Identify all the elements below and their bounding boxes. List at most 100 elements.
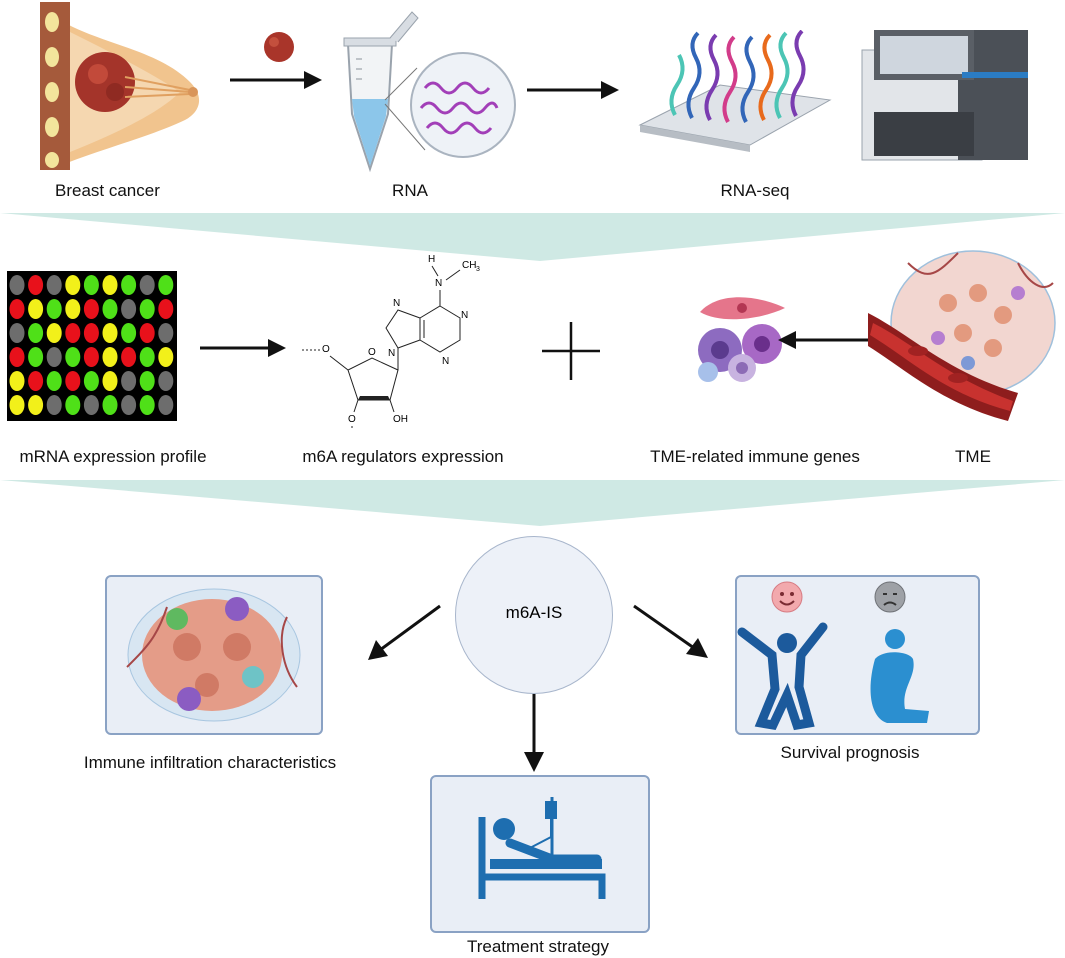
heatmap-cell (83, 275, 99, 295)
heatmap-cell (121, 347, 137, 367)
immune-infiltration-box (105, 575, 323, 735)
heatmap-cell (46, 323, 62, 343)
heatmap-cell (102, 275, 118, 295)
heatmap-cell (28, 299, 44, 319)
heatmap-cell (158, 395, 174, 415)
label-tme-immune-genes: TME-related immune genes (650, 447, 860, 466)
heatmap-cell (102, 347, 118, 367)
heatmap-cell (46, 371, 62, 391)
atom-o-5prime: O (322, 344, 330, 355)
arrow-heatmap-to-m6a (200, 339, 286, 357)
heatmap-cell (9, 371, 25, 391)
atom-n-amine: N (435, 278, 442, 289)
heatmap-cell (83, 371, 99, 391)
immune-cells-cluster-icon (698, 297, 785, 382)
heatmap-cell (158, 347, 174, 367)
heatmap-cell (121, 371, 137, 391)
heatmap-cell (28, 323, 44, 343)
atom-n-1: N (461, 310, 468, 321)
heatmap-cell (158, 275, 174, 295)
label-rna-seq: RNA-seq (720, 181, 790, 200)
atom-n-3: N (442, 356, 449, 367)
heatmap-cell (102, 371, 118, 391)
heatmap-cell (28, 347, 44, 367)
label-survival-prognosis: Survival prognosis (780, 743, 920, 762)
heatmap-cell (121, 395, 137, 415)
breast-cancer-illustration (40, 2, 200, 170)
label-mrna-expression: mRNA expression profile (19, 447, 207, 466)
heatmap-cell (102, 299, 118, 319)
heatmap-cell (83, 323, 99, 343)
atom-ch3-sub: 3 (476, 266, 480, 273)
tme-illustration (868, 250, 1056, 421)
m6a-is-label: m6A-IS (505, 603, 563, 622)
heatmap-cell (121, 323, 137, 343)
arrow-to-immune (368, 604, 441, 660)
treatment-strategy-box (430, 775, 650, 933)
plus-sign (542, 322, 600, 380)
heatmap-cell (28, 395, 44, 415)
label-m6a-regulators: m6A regulators expression (302, 447, 504, 466)
heatmap-cell (139, 275, 155, 295)
heatmap-cell (9, 395, 25, 415)
heatmap-cell (9, 323, 25, 343)
tumor-sample-icon (264, 32, 294, 62)
arrow-tumor-to-rna (230, 71, 322, 89)
heatmap-cell (46, 395, 62, 415)
heatmap-cell (102, 323, 118, 343)
atom-ch3: CH (462, 260, 476, 271)
heatmap-cell (83, 395, 99, 415)
heatmap-cell (65, 395, 81, 415)
heatmap-cell (83, 299, 99, 319)
arrow-tme-to-genes (778, 331, 871, 349)
sequencing-chip-icon (638, 30, 832, 152)
heatmap-cell (139, 347, 155, 367)
label-rna: RNA (392, 181, 428, 200)
sequencer-machine-icon (861, 30, 1028, 161)
heatmap-cell (65, 371, 81, 391)
heatmap-cell (9, 275, 25, 295)
arrow-to-survival (633, 604, 708, 658)
heatmap-cell (9, 299, 25, 319)
heatmap-cell (65, 347, 81, 367)
heatmap-cell (46, 347, 62, 367)
heatmap-cell (28, 275, 44, 295)
atom-o-ring: O (368, 347, 376, 358)
heatmap-cell (139, 395, 155, 415)
survival-prognosis-box (735, 575, 980, 735)
heatmap-cell (9, 347, 25, 367)
label-treatment-strategy: Treatment strategy (466, 937, 610, 956)
arrow-rna-to-seq (527, 81, 619, 99)
atom-h: H (428, 254, 435, 265)
heatmap-cell (65, 299, 81, 319)
m6a-is-circle: m6A-IS (455, 536, 613, 694)
atom-n-7: N (393, 298, 400, 309)
funnel-band-top (0, 213, 1065, 261)
heatmap-cell (121, 275, 137, 295)
label-breast-cancer: Breast cancer (55, 181, 160, 200)
atom-n-9: N (388, 348, 395, 359)
label-immune-infiltration: Immune infiltration characteristics (83, 753, 337, 772)
atom-oh: OH (393, 414, 408, 425)
heatmap-cell (158, 371, 174, 391)
heatmap-cell (158, 299, 174, 319)
heatmap-cell (139, 371, 155, 391)
heatmap-cell (65, 275, 81, 295)
heatmap-cell (46, 275, 62, 295)
immune-infiltration-icon (126, 588, 301, 722)
m6a-molecule-structure: H N CH 3 N N N N O O OH O (302, 254, 480, 430)
funnel-band-bottom (0, 480, 1065, 526)
survival-icon (737, 581, 929, 731)
heatmap-cell (46, 299, 62, 319)
heatmap-cell (121, 299, 137, 319)
heatmap-cell (28, 371, 44, 391)
hospital-bed-icon (478, 797, 606, 899)
test-tube-icon (343, 11, 419, 173)
atom-o-3prime: O (348, 414, 356, 425)
heatmap-cell (102, 395, 118, 415)
rna-magnified-icon (384, 52, 516, 158)
arrow-to-treatment (524, 694, 544, 772)
heatmap-cell (139, 323, 155, 343)
heatmap-cell (83, 347, 99, 367)
